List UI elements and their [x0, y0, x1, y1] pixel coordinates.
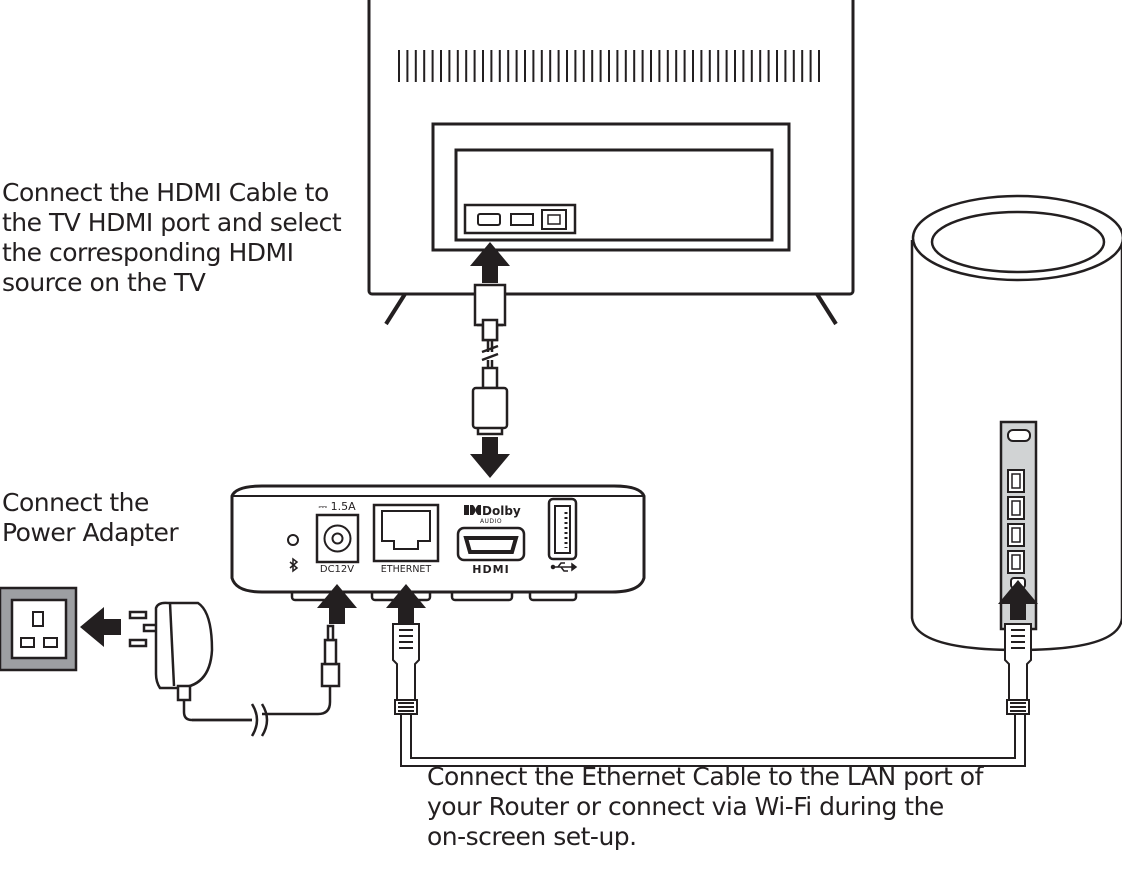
box-ethernet-port-icon [372, 503, 440, 563]
tv-icon [367, 0, 855, 326]
wall-outlet-icon [0, 586, 78, 672]
box-ethernet-socket [381, 510, 431, 550]
dc-jack-outer [323, 524, 352, 553]
router-lan-ports [1011, 473, 1021, 570]
tv-stand-left [384, 292, 407, 326]
arrow-up-icon [386, 584, 426, 624]
arrow-up-icon [998, 580, 1038, 620]
hdmi-logo: HDMI [472, 563, 509, 576]
dc-port-label: DC12V [320, 564, 354, 575]
ethernet-plug-router-icon [1004, 623, 1032, 715]
indicator-led-icon [287, 534, 299, 546]
usb-icon [550, 562, 578, 572]
arrow-up-icon [317, 584, 357, 624]
tv-port-panel [454, 148, 774, 242]
dolby-logo-icon: Dolby AUDIO [464, 504, 521, 525]
tv-stand-right [815, 292, 838, 326]
hdmi-instruction: Connect the HDMI Cable to the TV HDMI po… [2, 178, 342, 297]
box-hdmi-socket [463, 536, 519, 554]
tv-ethernet-port-inner [547, 214, 561, 225]
arrow-up-icon [470, 242, 510, 283]
tv-vent-icon [398, 50, 820, 82]
dolby-logo-text: Dolby [482, 504, 521, 518]
tv-usb-port-icon [510, 213, 534, 226]
arrow-left-icon [80, 607, 121, 647]
power-instruction: Connect the Power Adapter [2, 488, 179, 547]
power-adapter-icon [128, 601, 341, 737]
dc-jack-inner [331, 532, 344, 545]
arrow-down-icon [470, 437, 510, 478]
dc-power-port-icon [315, 513, 360, 564]
ethernet-cable-icon [392, 623, 1026, 767]
box-usb-port-icon [547, 497, 578, 561]
tv-ethernet-port-icon [541, 209, 567, 230]
bluetooth-icon [289, 557, 299, 573]
tv-hdmi-port-icon [477, 213, 501, 226]
hdmi-cable-icon [471, 283, 509, 436]
tv-recess [431, 122, 791, 252]
box-usb-socket [554, 505, 571, 554]
tv-port-strip [463, 203, 577, 235]
dolby-sub-text: AUDIO [480, 518, 502, 525]
box-hdmi-port-icon [456, 526, 526, 562]
power-rating-label: ⎓ 1.5A [318, 500, 356, 513]
ethernet-port-label: ETHERNET [381, 564, 432, 575]
